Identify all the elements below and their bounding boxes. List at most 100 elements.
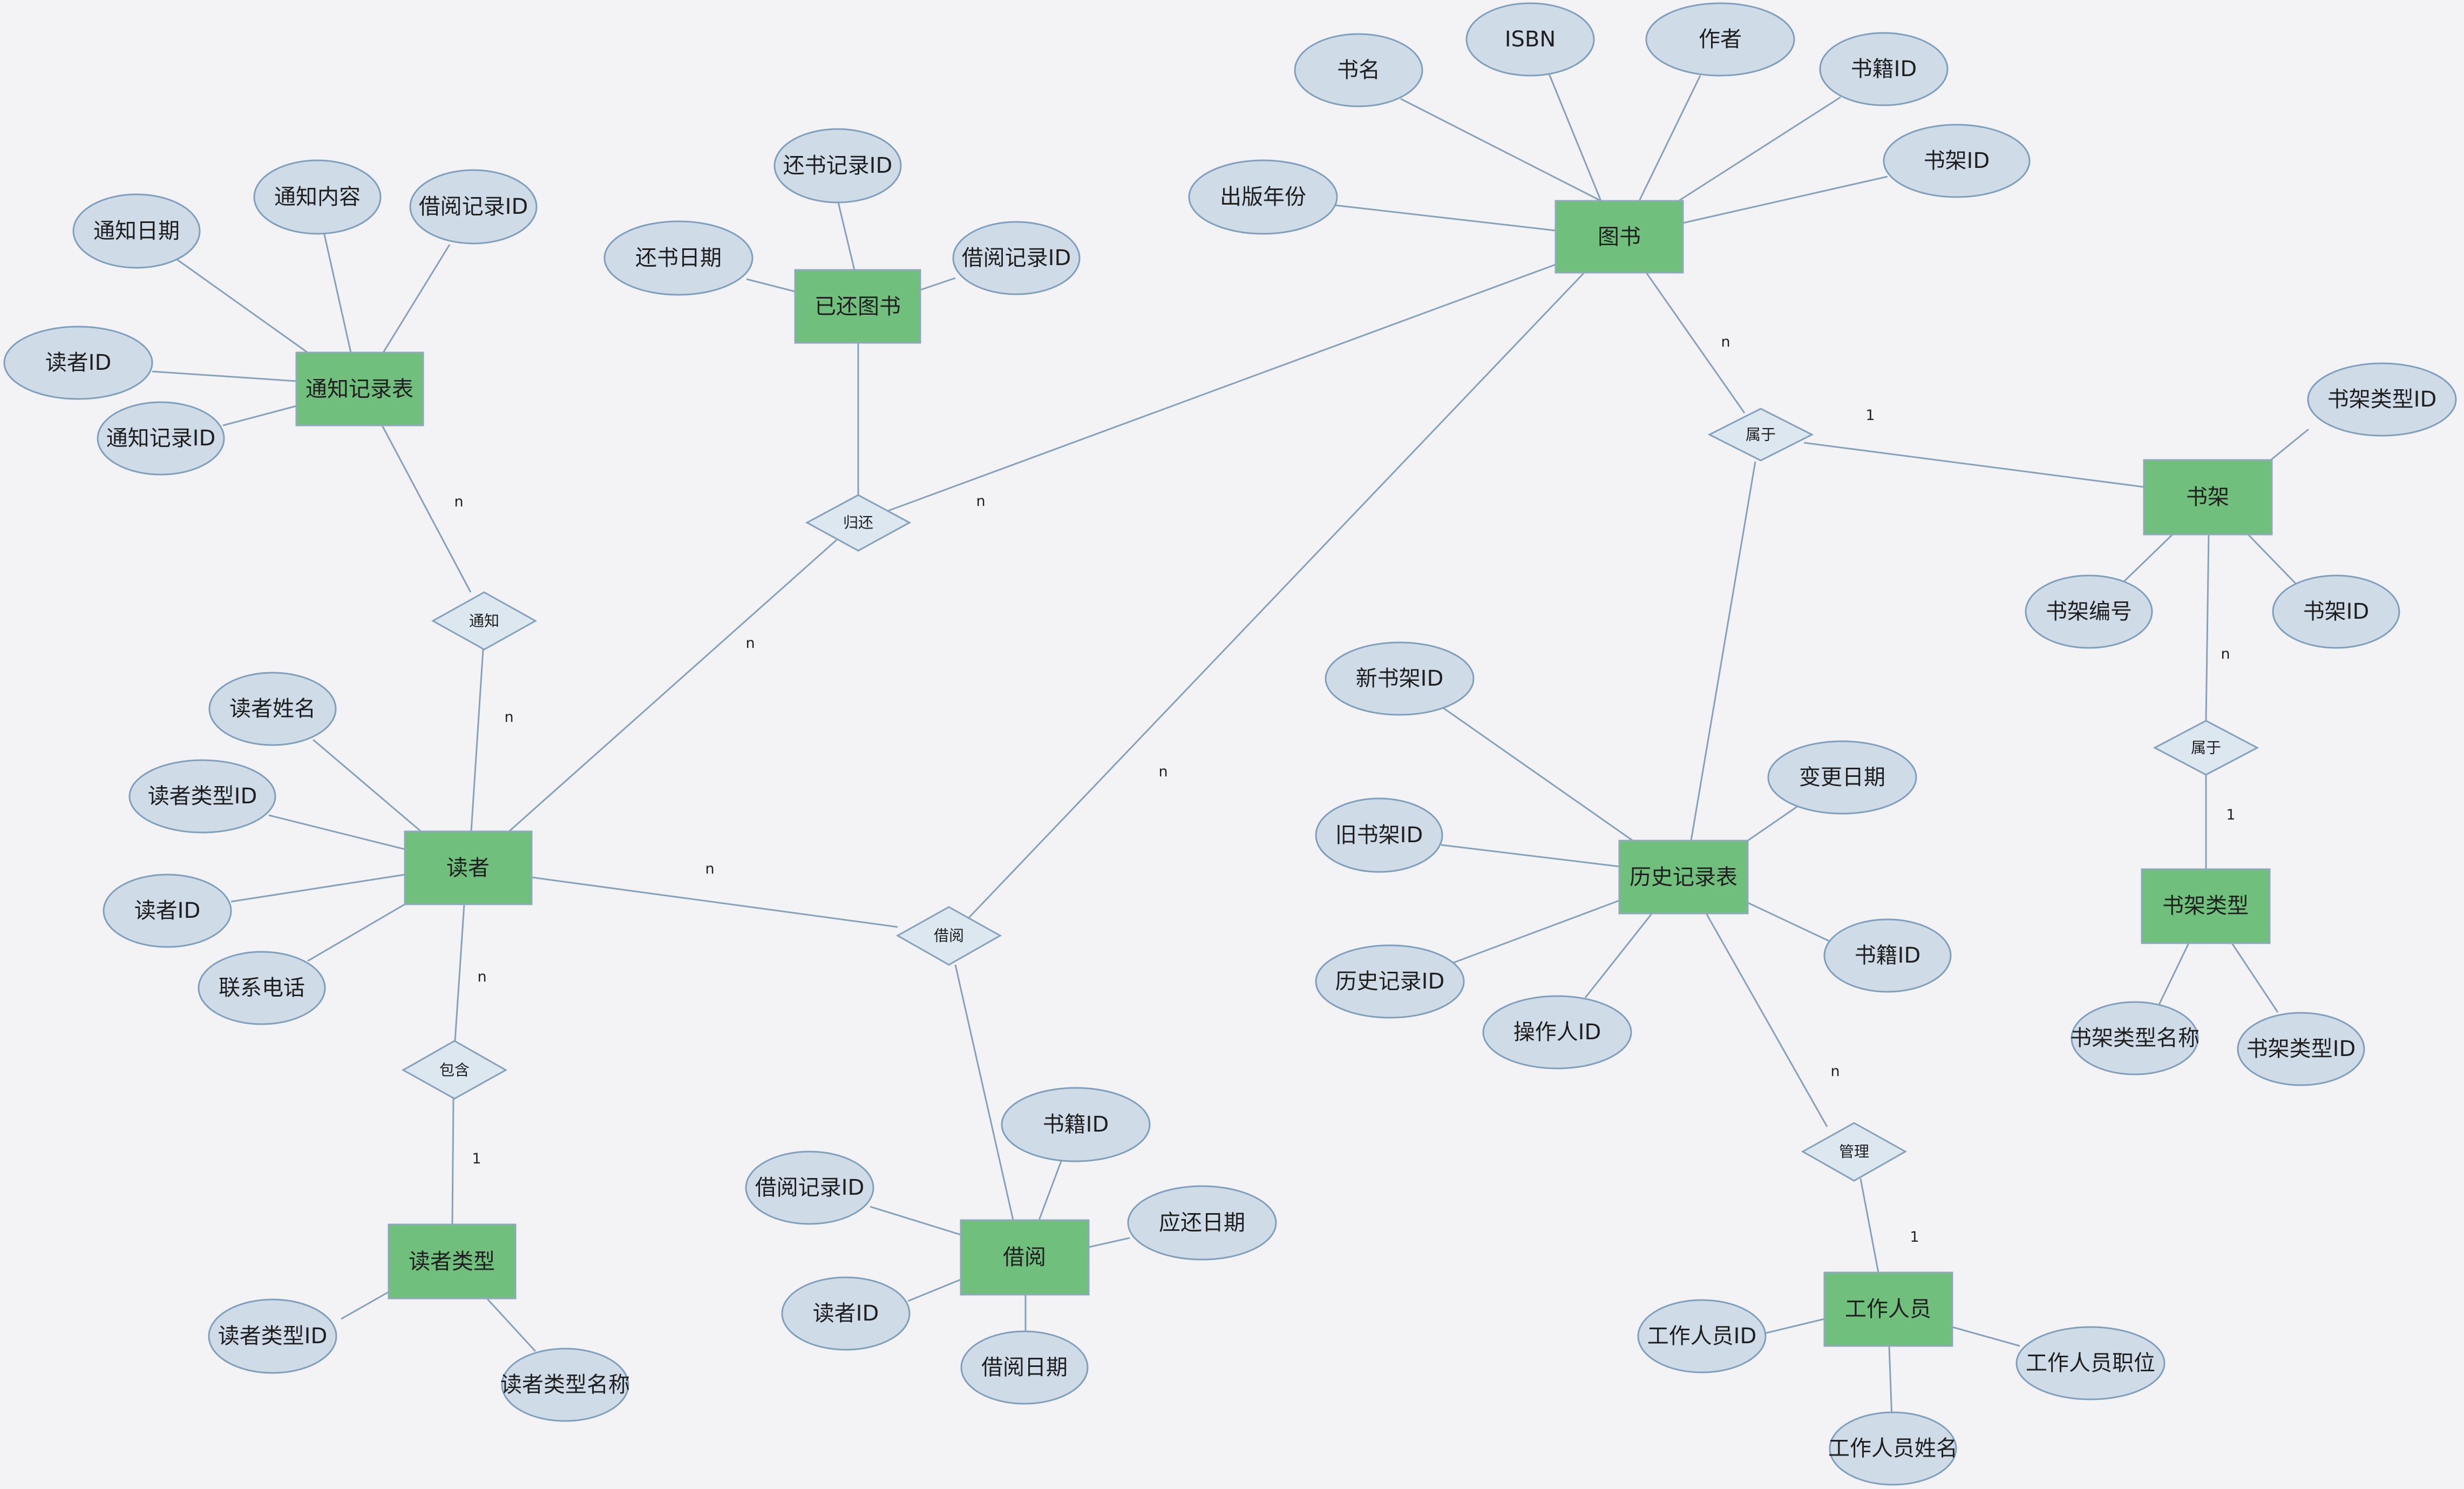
attr-shelf-typeid[interactable]: 书架类型ID	[2307, 362, 2457, 437]
attr-label: 旧书架ID	[1335, 823, 1423, 848]
relation-diamond	[2153, 720, 2259, 776]
card-history-manage: n	[1830, 1063, 1839, 1080]
attr-history-newshelf[interactable]: 新书架ID	[1325, 641, 1475, 716]
attr-notice-content[interactable]: 通知内容	[253, 159, 382, 235]
attr-ellipse	[1637, 1299, 1767, 1373]
relation-belongs-book-shelf[interactable]: 属于	[1707, 408, 1814, 462]
attr-ellipse	[603, 220, 754, 296]
attr-reader-phone[interactable]: 联系电话	[198, 951, 326, 1025]
attr-ellipse	[1001, 1087, 1151, 1162]
attr-borrow-date[interactable]: 借阅日期	[960, 1330, 1089, 1405]
attr-notice-date[interactable]: 通知日期	[72, 193, 201, 269]
card-shelf-belongs: 1	[1865, 407, 1875, 424]
attr-staff-title[interactable]: 工作人员职位	[2015, 1326, 2166, 1400]
attr-history-changedate[interactable]: 变更日期	[1767, 740, 1917, 815]
line-shelftype-name	[2157, 943, 2190, 1007]
attr-staff-name[interactable]: 工作人员姓名	[1828, 1411, 1958, 1486]
attr-book-author[interactable]: 作者	[1645, 2, 1795, 77]
attr-readertype-id[interactable]: 读者类型ID	[208, 1298, 337, 1374]
line-book-isbn	[1548, 73, 1602, 201]
attr-reader-typeid[interactable]: 读者类型ID	[128, 759, 276, 834]
attr-reader-name[interactable]: 读者姓名	[208, 672, 337, 746]
relation-belongs-shelf-type[interactable]: 属于	[2153, 720, 2259, 776]
line-book-bookid	[1678, 96, 1841, 202]
relation-label: 属于	[1746, 426, 1776, 444]
attr-history-oldshelf[interactable]: 旧书架ID	[1315, 797, 1443, 873]
entity-reader[interactable]: 读者	[404, 830, 533, 905]
attr-history-bookid[interactable]: 书籍ID	[1823, 918, 1952, 993]
line-type-typeid	[341, 1291, 389, 1320]
attr-history-id[interactable]: 历史记录ID	[1315, 944, 1465, 1019]
line-reader-id	[230, 874, 405, 903]
entity-borrow[interactable]: 借阅	[960, 1219, 1090, 1296]
line-notice-noticeid	[222, 405, 297, 427]
attr-ellipse	[103, 874, 232, 948]
attr-shelftype-name[interactable]: 书架类型名称	[2070, 1001, 2200, 1075]
attr-borrow-duedate[interactable]: 应还日期	[1127, 1185, 1277, 1261]
attr-borrow-bookid[interactable]: 书籍ID	[1001, 1087, 1151, 1162]
attr-label: 借阅日期	[981, 1355, 1068, 1380]
attr-ellipse	[2071, 1001, 2199, 1075]
entity-book[interactable]: 图书	[1555, 200, 1684, 274]
line-return-reader	[508, 539, 837, 833]
entity-notice-record[interactable]: 通知记录表	[295, 351, 424, 427]
attr-label: 操作人ID	[1513, 1020, 1601, 1045]
attr-reader-id[interactable]: 读者ID	[103, 874, 232, 948]
attr-book-isbn[interactable]: ISBN	[1465, 2, 1595, 77]
card-type-contains: 1	[472, 1150, 481, 1167]
attr-returned-date[interactable]: 还书日期	[603, 220, 754, 296]
line-borrow-borrowid	[870, 1206, 961, 1236]
attr-book-name[interactable]: 书名	[1294, 33, 1423, 107]
relation-label: 属于	[2191, 739, 2221, 757]
relation-manage[interactable]: 管理	[1801, 1122, 1908, 1182]
attr-label: 变更日期	[1799, 765, 1885, 790]
attr-readertype-name[interactable]: 读者类型名称	[500, 1348, 630, 1422]
line-notice-notify	[381, 425, 472, 593]
attr-shelftype-id[interactable]: 书架类型ID	[2237, 1012, 2365, 1086]
attr-history-operator[interactable]: 操作人ID	[1482, 995, 1632, 1070]
attr-staff-id[interactable]: 工作人员ID	[1637, 1299, 1767, 1373]
attr-label: 书名	[1337, 58, 1380, 83]
relation-label: 借阅	[934, 927, 964, 945]
entity-staff[interactable]: 工作人员	[1823, 1271, 1953, 1347]
attr-label: 历史记录ID	[1335, 969, 1445, 994]
attr-borrow-borrowid[interactable]: 借阅记录ID	[745, 1150, 874, 1225]
entity-returned-book[interactable]: 已还图书	[794, 269, 921, 344]
attr-shelf-id[interactable]: 书架ID	[2272, 574, 2400, 649]
attr-book-bookid[interactable]: 书籍ID	[1819, 32, 1949, 106]
attr-ellipse	[1829, 1411, 1957, 1486]
attr-book-pubyear[interactable]: 出版年份	[1188, 159, 1338, 235]
entity-shelf-type[interactable]: 书架类型	[2141, 868, 2271, 944]
entity-box	[1618, 840, 1749, 915]
attr-borrow-readerid[interactable]: 读者ID	[781, 1276, 911, 1351]
relation-diamond	[431, 591, 538, 651]
relation-label: 归还	[843, 514, 873, 532]
entity-box	[1555, 200, 1684, 274]
attr-shelf-no[interactable]: 书架编号	[2025, 574, 2153, 649]
line-staff-name	[1888, 1345, 1893, 1419]
attr-ellipse	[409, 169, 538, 245]
attr-notice-readerid[interactable]: 读者ID	[3, 326, 153, 400]
attr-notice-borrowid[interactable]: 借阅记录ID	[409, 169, 538, 245]
attr-label: 通知内容	[274, 185, 361, 209]
attr-book-shelfid[interactable]: 书架ID	[1883, 124, 2031, 198]
relation-notify[interactable]: 通知	[431, 591, 538, 651]
entity-label: 通知记录表	[306, 377, 413, 402]
relation-return[interactable]: 归还	[805, 494, 912, 552]
entity-reader-type[interactable]: 读者类型	[388, 1223, 517, 1300]
line-history-manage	[1705, 912, 1828, 1127]
attr-ellipse	[72, 193, 201, 269]
attr-notice-id[interactable]: 通知记录ID	[97, 401, 225, 476]
attr-returned-borrowid[interactable]: 借阅记录ID	[952, 221, 1081, 295]
relation-contains[interactable]: 包含	[401, 1040, 508, 1100]
entity-box	[404, 830, 533, 905]
attr-label: 书籍ID	[1043, 1112, 1109, 1137]
entity-shelf[interactable]: 书架	[2143, 459, 2273, 536]
relation-borrow[interactable]: 借阅	[895, 906, 1002, 966]
attr-returned-id[interactable]: 还书记录ID	[773, 128, 902, 204]
entity-history[interactable]: 历史记录表	[1618, 840, 1749, 915]
card-reader-contains: n	[477, 969, 486, 985]
line-shelf-id	[2247, 533, 2302, 590]
attr-label: 工作人员姓名	[1828, 1436, 1958, 1461]
line-borrow-bookid	[1038, 1159, 1063, 1221]
